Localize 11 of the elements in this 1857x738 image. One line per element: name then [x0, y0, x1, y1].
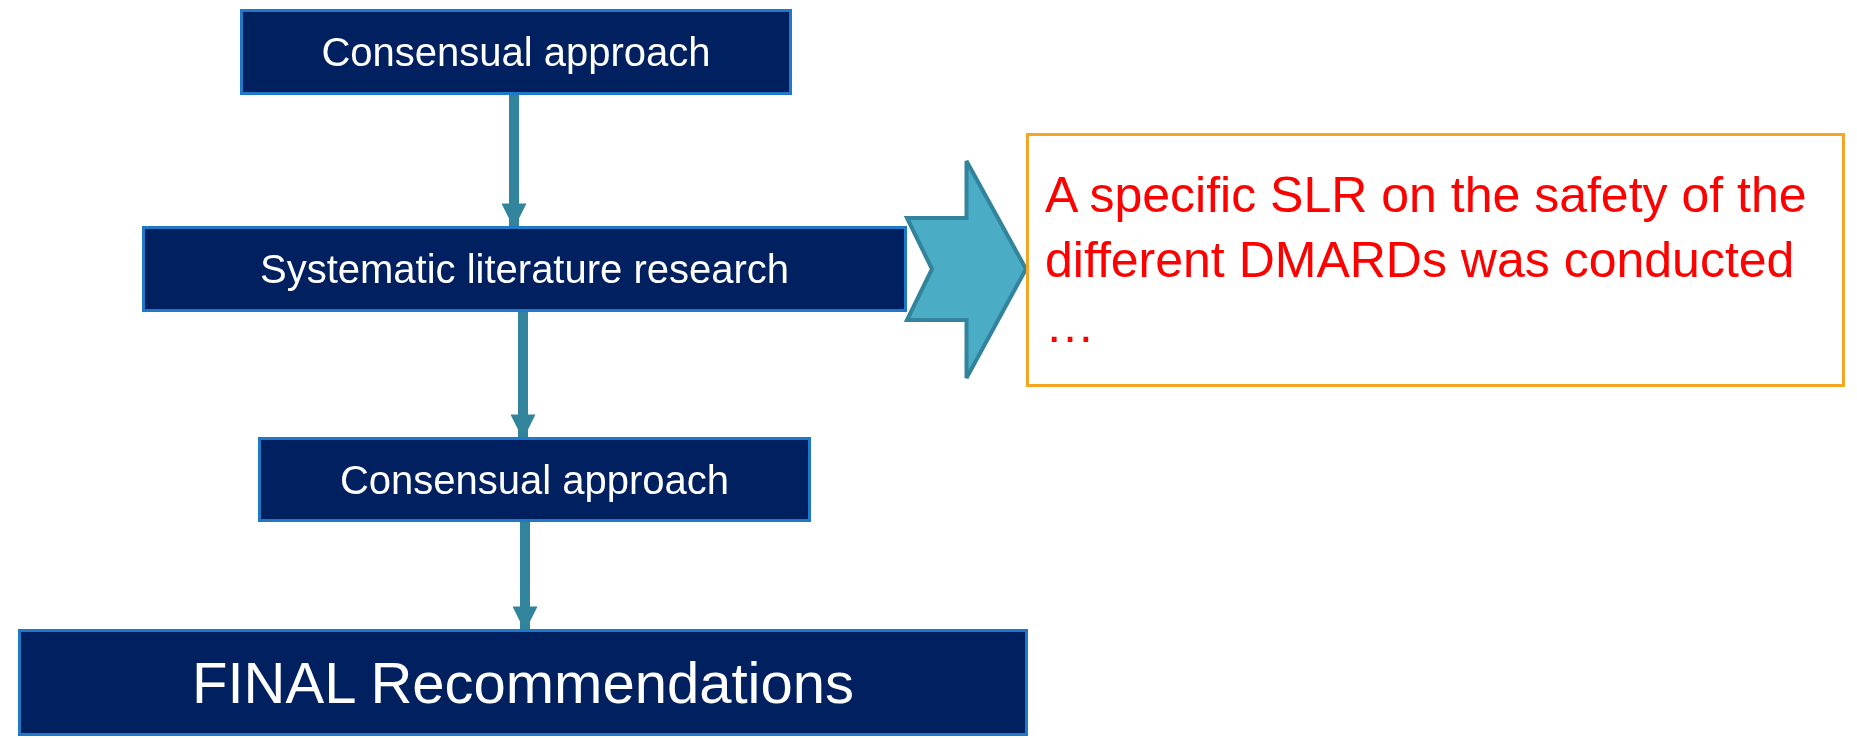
- process-box: [142, 226, 907, 312]
- callout-box: [1026, 133, 1845, 387]
- process-box: [18, 629, 1028, 736]
- block-arrow: [903, 159, 1029, 380]
- box-text: Consensual approach: [339, 456, 730, 504]
- process-box: [240, 9, 792, 95]
- box-text: Systematic literature research: [259, 246, 790, 293]
- box-text: FINAL Recommendations: [192, 649, 854, 717]
- box-text: Consensual approach: [321, 29, 711, 76]
- process-box: [258, 437, 811, 522]
- box-text: A specific SLR on the safety of the different DMARDs was conducted …: [1045, 165, 1808, 355]
